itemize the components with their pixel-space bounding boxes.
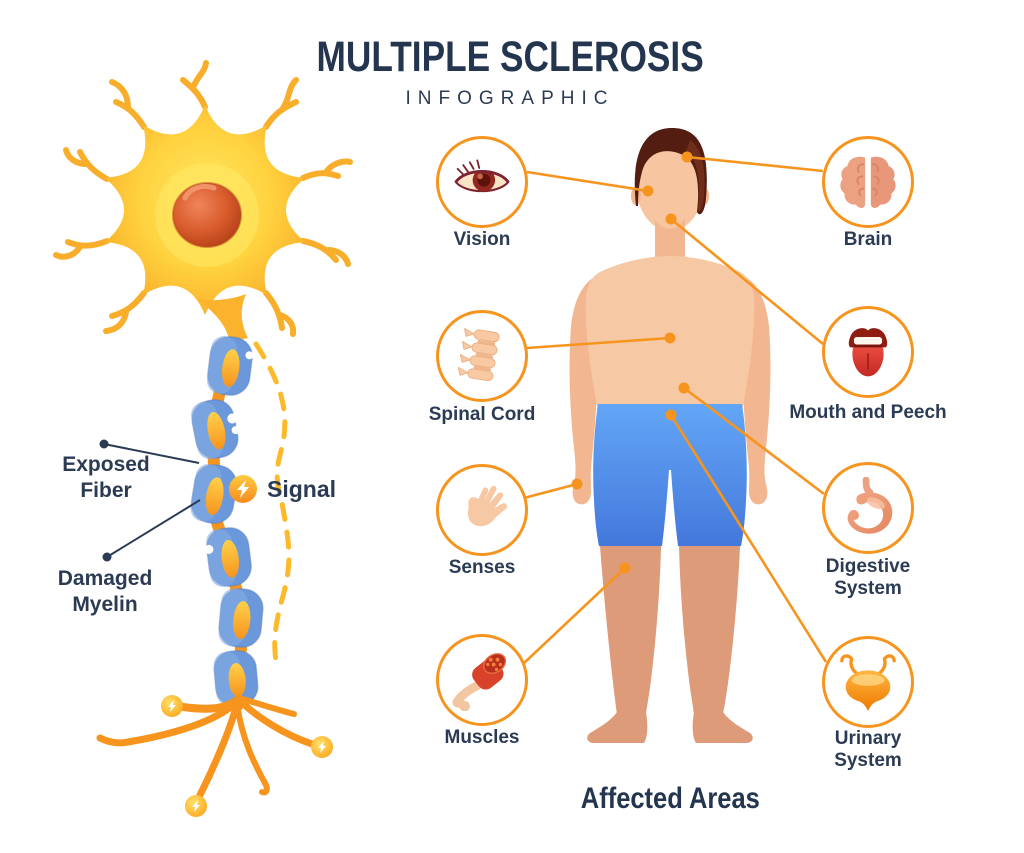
area-circle-digestive bbox=[822, 462, 914, 554]
brain-icon bbox=[840, 156, 896, 208]
connector-line-vision bbox=[526, 170, 649, 193]
stomach-icon bbox=[847, 477, 893, 534]
connector-line-spinal-cord bbox=[526, 336, 671, 350]
dendrites bbox=[53, 60, 353, 337]
area-label-spinal-cord: Spinal Cord bbox=[428, 404, 536, 425]
connector-line-mouth bbox=[670, 217, 824, 346]
shorts bbox=[593, 404, 747, 546]
area-label-digestive: Digestive System bbox=[825, 556, 911, 600]
impulse-badges bbox=[161, 695, 333, 817]
area-circle-urinary bbox=[822, 636, 914, 728]
myelin-segment bbox=[213, 650, 259, 706]
hand-icon bbox=[467, 485, 508, 527]
impulse-icon bbox=[161, 695, 183, 717]
leader-dot bbox=[99, 439, 109, 449]
neuron-illustration bbox=[53, 60, 353, 817]
spine-icon bbox=[457, 328, 500, 382]
axon-hillock bbox=[196, 294, 248, 342]
connector-line-brain bbox=[686, 155, 824, 173]
area-label-mouth: Mouth and Peech bbox=[789, 402, 947, 423]
leader-dot bbox=[102, 552, 112, 562]
bladder-icon bbox=[840, 654, 896, 712]
myelin-segment bbox=[207, 336, 254, 396]
axon-terminals bbox=[96, 695, 316, 799]
anchor-dot-mouth bbox=[665, 213, 677, 225]
myelin-sheath bbox=[190, 336, 264, 706]
signal-dashed-path bbox=[253, 341, 292, 670]
area-circle-brain bbox=[822, 136, 914, 228]
page-subtitle: INFOGRAPHIC bbox=[405, 88, 615, 109]
area-circle-muscles bbox=[436, 634, 528, 726]
affected-areas-caption: Affected Areas bbox=[580, 782, 760, 815]
impulse-icon bbox=[311, 736, 333, 758]
neck bbox=[655, 218, 685, 262]
connector-line-digestive bbox=[683, 386, 825, 496]
anchor-dot-vision bbox=[642, 185, 654, 197]
area-circle-senses bbox=[436, 464, 528, 556]
signal-badge bbox=[229, 475, 257, 503]
anchor-dot-muscles bbox=[619, 562, 631, 574]
header: MULTIPLE SCLEROSIS INFOGRAPHIC bbox=[250, 36, 770, 110]
nucleus bbox=[172, 182, 242, 248]
connector-lines bbox=[522, 155, 828, 665]
myelin-segment bbox=[190, 463, 238, 524]
lightning-bolt-icon bbox=[237, 480, 249, 498]
connector-line-senses bbox=[523, 482, 578, 500]
area-label-muscles: Muscles bbox=[444, 727, 520, 748]
mouth-tongue-icon bbox=[848, 328, 888, 377]
eye-icon bbox=[454, 159, 510, 193]
anchor-dot-spinal-cord bbox=[664, 332, 676, 344]
label-leaders bbox=[103, 443, 201, 558]
area-label-urinary: Urinary System bbox=[834, 728, 902, 772]
myelin-segment bbox=[204, 527, 252, 587]
legs bbox=[587, 546, 753, 743]
area-label-vision: Vision bbox=[453, 229, 511, 250]
myelin-segment bbox=[191, 399, 240, 460]
exposed-fiber-label: Exposed Fiber bbox=[62, 453, 150, 502]
anchor-dots bbox=[571, 151, 693, 574]
connector-line-urinary bbox=[669, 414, 828, 663]
page-title: MULTIPLE SCLEROSIS bbox=[316, 33, 704, 81]
anchor-dot-digestive bbox=[678, 382, 690, 394]
area-circle-mouth bbox=[822, 306, 914, 398]
area-label-senses: Senses bbox=[448, 557, 516, 578]
area-label-brain: Brain bbox=[843, 229, 893, 250]
anchor-dot-senses bbox=[571, 478, 583, 490]
signal-label: Signal bbox=[267, 476, 337, 502]
myelin-segment bbox=[218, 588, 264, 648]
area-circle-vision bbox=[436, 136, 528, 228]
anchor-dot-urinary bbox=[665, 409, 677, 421]
damaged-myelin-label: Damaged Myelin bbox=[57, 567, 153, 616]
connector-line-muscles bbox=[522, 567, 626, 665]
anchor-dot-brain bbox=[681, 151, 693, 163]
area-circle-spinal-cord bbox=[436, 310, 528, 402]
impulse-icon bbox=[185, 795, 207, 817]
muscle-icon bbox=[452, 653, 507, 711]
